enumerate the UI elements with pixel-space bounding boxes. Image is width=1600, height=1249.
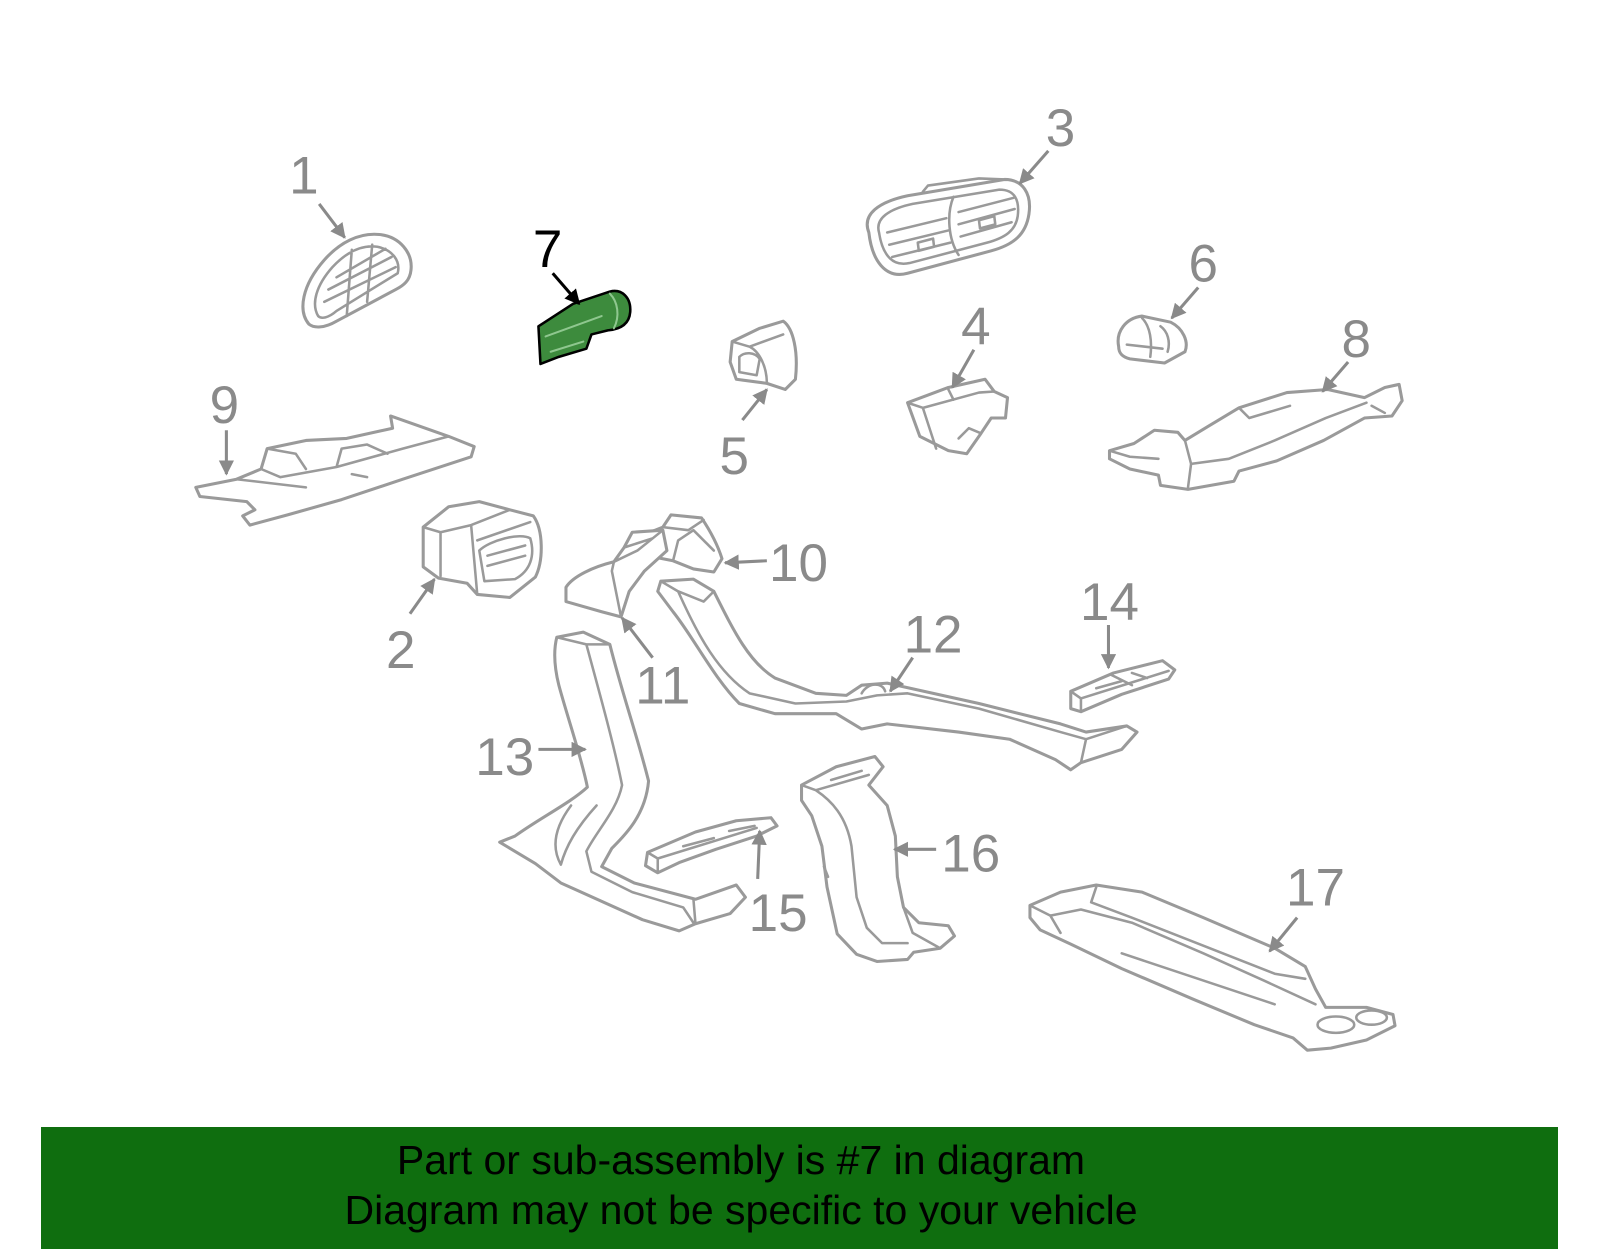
leader-arrow-17: [1268, 916, 1299, 953]
part-6: [1116, 314, 1188, 365]
callout-14: 14: [1080, 573, 1139, 632]
part-4: [906, 377, 1010, 456]
callout-8: 8: [1342, 310, 1372, 369]
part-10-outline: [627, 513, 724, 574]
callout-3: 3: [1046, 99, 1076, 158]
part-7-highlighted: [537, 289, 632, 366]
part-11-outline: [564, 528, 669, 619]
part-1-details: [313, 243, 400, 319]
part-3-details: [877, 177, 1020, 266]
leader-arrow-7: [551, 272, 581, 305]
part-9-details: [235, 435, 450, 489]
part-12: [656, 577, 1139, 772]
callout-15: 15: [749, 884, 808, 943]
callout-13: 13: [475, 728, 534, 787]
leader-arrow-10: [723, 554, 767, 570]
part-7-details: [544, 292, 619, 353]
part-5-details: [730, 333, 785, 385]
part-14: [1069, 659, 1177, 714]
info-banner: Part or sub-assembly is #7 in diagram Di…: [41, 1127, 1558, 1249]
callout-1: 1: [289, 147, 319, 206]
part-8-outline: [1107, 382, 1404, 491]
callout-9: 9: [210, 376, 240, 435]
part-17-cup-right: [1355, 1009, 1389, 1026]
part-1: [301, 232, 413, 329]
part-15-details: [646, 824, 758, 875]
part-17-cup-left: [1316, 1015, 1356, 1035]
part-6-details: [1125, 316, 1171, 359]
part-13: [498, 630, 747, 933]
part-1-outline: [301, 232, 413, 329]
part-8-details: [1108, 401, 1387, 489]
part-11: [564, 528, 669, 619]
callout-10: 10: [769, 534, 828, 593]
part-5: [728, 319, 798, 392]
part-12-outline: [656, 577, 1139, 772]
part-8: [1107, 382, 1404, 491]
leader-arrow-11: [620, 616, 654, 659]
part-3: [865, 177, 1032, 276]
leader-arrow-3: [1018, 149, 1050, 185]
callout-5: 5: [719, 427, 749, 486]
part-2: [421, 500, 543, 600]
leader-arrow-8: [1321, 360, 1350, 393]
part-14-details: [1069, 669, 1170, 713]
leader-arrow-4: [951, 348, 976, 389]
banner-line-disclaimer: Diagram may not be specific to your vehi…: [344, 1187, 1138, 1233]
callout-16: 16: [941, 825, 1000, 884]
part-16: [800, 755, 957, 964]
callout-6: 6: [1189, 234, 1219, 293]
callout-17: 17: [1286, 858, 1345, 917]
leader-arrow-6: [1170, 286, 1200, 320]
part-13-details: [554, 635, 697, 926]
part-2-details: [421, 508, 534, 596]
callout-12: 12: [904, 606, 963, 665]
part-17: [1028, 883, 1397, 1052]
leader-arrow-12: [888, 656, 914, 693]
leader-arrow-2: [408, 577, 436, 615]
leader-arrow-1: [317, 202, 346, 239]
callout-7: 7: [533, 220, 563, 279]
part-4-details: [906, 388, 996, 450]
callout-4: 4: [961, 298, 991, 357]
part-9: [194, 414, 476, 527]
callout-2: 2: [386, 621, 416, 680]
part-11-details: [610, 528, 665, 619]
part-9-outline: [194, 414, 476, 527]
callout-11: 11: [635, 657, 690, 716]
part-7-outline: [537, 289, 632, 366]
leader-arrow-5: [741, 388, 769, 422]
part-16-details: [800, 769, 942, 950]
leader-arrow-15: [751, 829, 767, 879]
part-12-details: [659, 579, 1129, 764]
part-17-details: [1028, 885, 1317, 1006]
banner-line-part-info: Part or sub-assembly is #7 in diagram: [396, 1137, 1086, 1183]
part-17-outline: [1028, 883, 1397, 1052]
